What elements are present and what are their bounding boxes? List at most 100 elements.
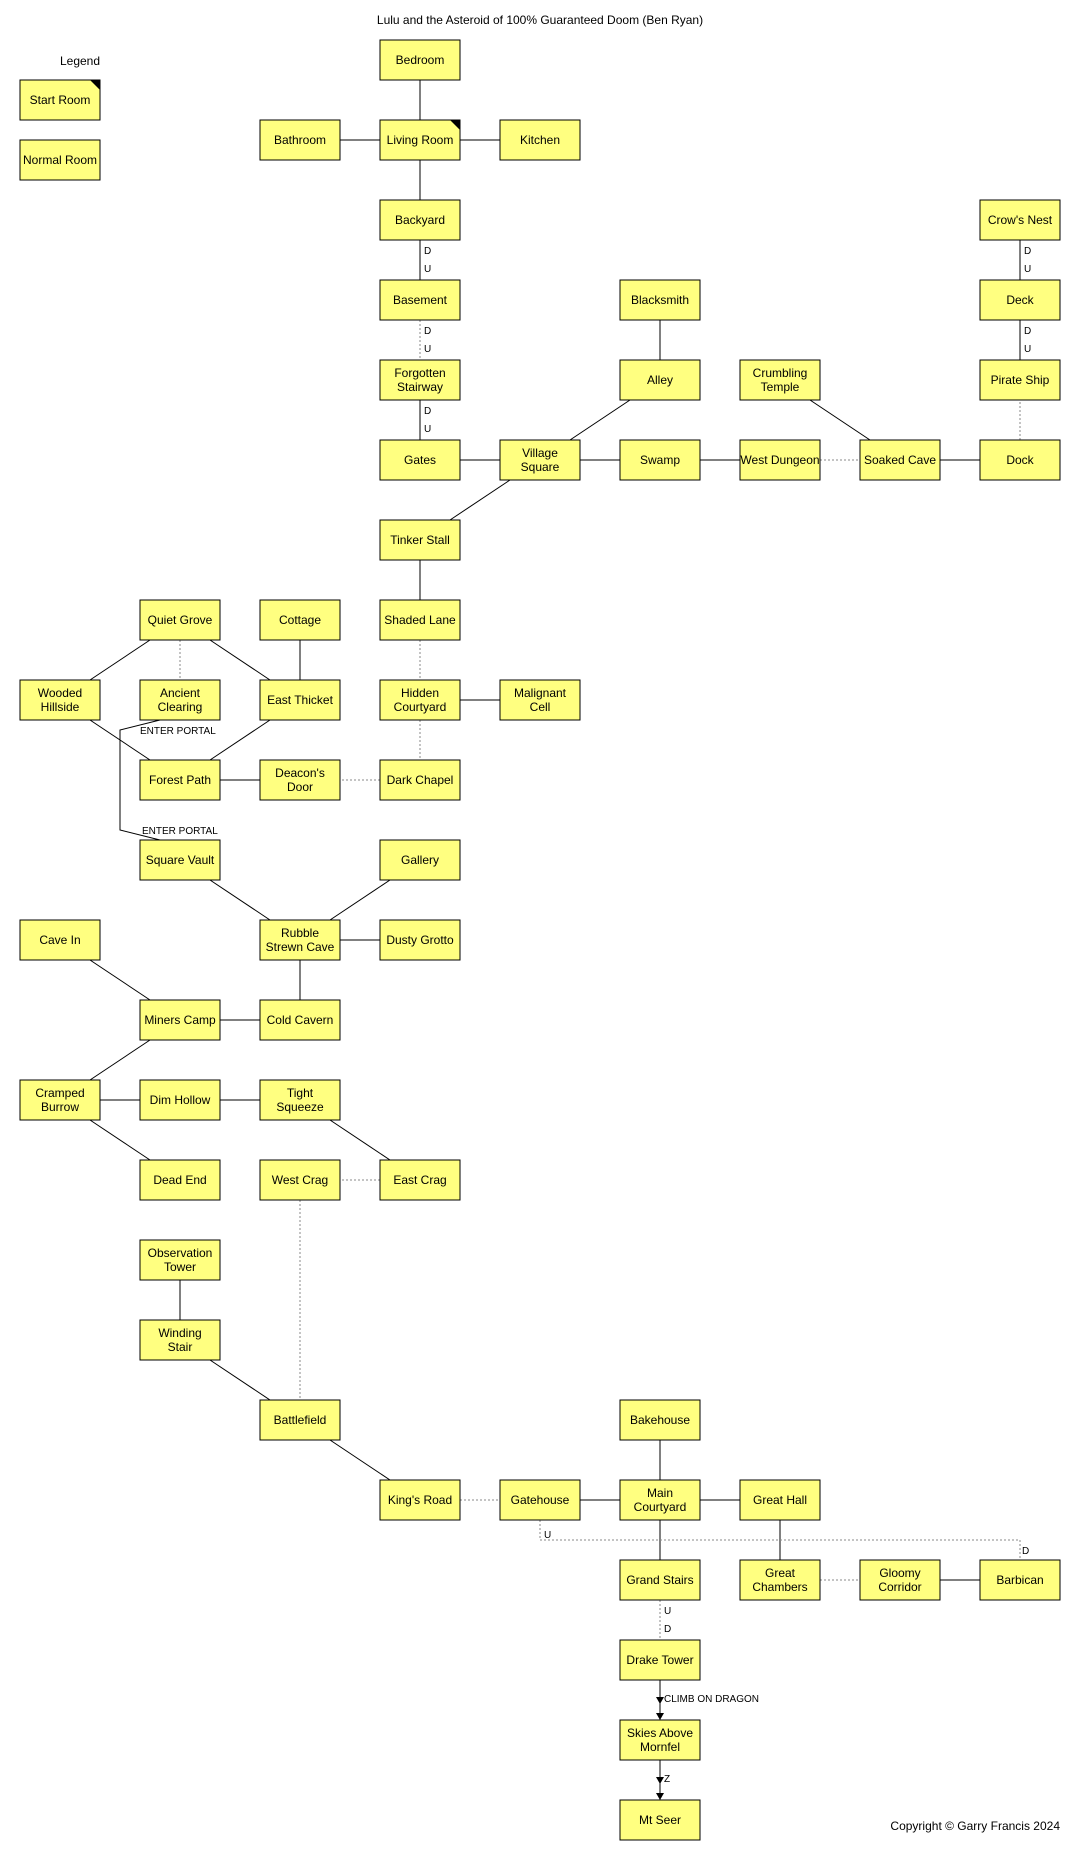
room-box bbox=[259, 1399, 341, 1441]
room-name: Clearing bbox=[158, 700, 203, 714]
room-box bbox=[379, 759, 461, 801]
room-name: Great Hall bbox=[753, 1493, 807, 1507]
room-box bbox=[379, 199, 461, 241]
room-square-vault: Square Vault bbox=[139, 839, 221, 881]
room-gallery: Gallery bbox=[379, 839, 461, 881]
room-box bbox=[379, 839, 461, 881]
room-basement: Basement bbox=[379, 279, 461, 321]
connection-forest-path-east-thicket bbox=[209, 719, 271, 761]
room-name: Mt Seer bbox=[639, 1813, 681, 1827]
connection-winding-stair-battlefield bbox=[209, 1359, 271, 1401]
direction-label: D bbox=[1022, 1546, 1029, 1557]
room-box bbox=[499, 439, 581, 481]
room-cave-in: Cave In bbox=[19, 919, 101, 961]
room-name: Dim Hollow bbox=[150, 1093, 211, 1107]
direction-label: U bbox=[1024, 264, 1031, 275]
room-dim-hollow: Dim Hollow bbox=[139, 1079, 221, 1121]
room-shaded-lane: Shaded Lane bbox=[379, 599, 461, 641]
map-title: Lulu and the Asteroid of 100% Guaranteed… bbox=[377, 13, 703, 27]
room-name: Stair bbox=[168, 1340, 193, 1354]
room-name: Dusty Grotto bbox=[386, 933, 454, 947]
room-tinker-stall: Tinker Stall bbox=[379, 519, 461, 561]
room-box bbox=[139, 839, 221, 881]
room-bedroom: Bedroom bbox=[379, 39, 461, 81]
room-quiet-grove: Quiet Grove bbox=[139, 599, 221, 641]
connection-tight-squeeze-east-crag bbox=[329, 1119, 391, 1161]
room-box bbox=[259, 999, 341, 1041]
connection-village-square-alley bbox=[569, 399, 631, 441]
room-bakehouse: Bakehouse bbox=[619, 1399, 701, 1441]
room-box bbox=[499, 119, 581, 161]
room-cold-cavern: Cold Cavern bbox=[259, 999, 341, 1041]
room-name: Tight bbox=[287, 1086, 314, 1100]
room-mt-seer: Mt Seer bbox=[619, 1799, 701, 1841]
room-name: Courtyard bbox=[634, 1500, 687, 1514]
connection-layer bbox=[89, 80, 1021, 1800]
room-box bbox=[739, 1479, 821, 1521]
room-gatehouse: Gatehouse bbox=[499, 1479, 581, 1521]
room-name: Great bbox=[765, 1566, 796, 1580]
room-name: Wooded bbox=[38, 686, 82, 700]
room-box bbox=[619, 1559, 701, 1601]
room-box bbox=[259, 599, 341, 641]
room-name: East Thicket bbox=[267, 693, 333, 707]
room-name: Backyard bbox=[395, 213, 445, 227]
room-drake-tower: Drake Tower bbox=[619, 1639, 701, 1681]
room-cottage: Cottage bbox=[259, 599, 341, 641]
room-name: Squeeze bbox=[276, 1100, 324, 1114]
arrow-head bbox=[656, 1793, 664, 1800]
room-deck: Deck bbox=[979, 279, 1061, 321]
room-name: Living Room bbox=[387, 133, 454, 147]
room-name: Tower bbox=[164, 1260, 196, 1274]
room-box bbox=[739, 439, 821, 481]
room-box bbox=[259, 1079, 341, 1121]
connection-gatehouse-barbican bbox=[539, 1520, 1021, 1560]
room-name: Pirate Ship bbox=[991, 373, 1050, 387]
room-box bbox=[619, 1719, 701, 1761]
room-dock: Dock bbox=[979, 439, 1061, 481]
arrow-head bbox=[656, 1713, 664, 1720]
room-name: West Crag bbox=[272, 1173, 328, 1187]
room-kitchen: Kitchen bbox=[499, 119, 581, 161]
room-box bbox=[259, 919, 341, 961]
room-name: Normal Room bbox=[23, 153, 97, 167]
room-box bbox=[619, 439, 701, 481]
room-crows-nest: Crow's Nest bbox=[979, 199, 1061, 241]
room-name: Door bbox=[287, 780, 313, 794]
room-west-dungeon: West Dungeon bbox=[739, 439, 821, 481]
room-box bbox=[139, 999, 221, 1041]
room-name: Gloomy bbox=[879, 1566, 920, 1580]
direction-label: U bbox=[1024, 344, 1031, 355]
room-name: Deck bbox=[1006, 293, 1034, 307]
room-name: Bathroom bbox=[274, 133, 326, 147]
room-name: Shaded Lane bbox=[384, 613, 456, 627]
room-box bbox=[619, 1399, 701, 1441]
room-backyard: Backyard bbox=[379, 199, 461, 241]
room-name: Courtyard bbox=[394, 700, 447, 714]
room-box bbox=[259, 679, 341, 721]
room-box bbox=[19, 1079, 101, 1121]
connection-wooded-hillside-quiet-grove bbox=[89, 639, 151, 681]
connection-miners-camp-cave-in bbox=[89, 959, 151, 1001]
room-name: Village bbox=[522, 446, 558, 460]
room-box bbox=[379, 679, 461, 721]
direction-label: U bbox=[424, 424, 431, 435]
start-marker-icon bbox=[450, 120, 460, 130]
room-box bbox=[379, 1159, 461, 1201]
direction-label: U bbox=[424, 264, 431, 275]
room-name: Cottage bbox=[279, 613, 321, 627]
room-grand-stairs: Grand Stairs bbox=[619, 1559, 701, 1601]
arrow-head bbox=[656, 1777, 664, 1784]
connection-square-vault-rubble-strewn-cave bbox=[209, 879, 271, 921]
room-box bbox=[259, 759, 341, 801]
room-kings-road: King's Road bbox=[379, 1479, 461, 1521]
room-name: Square Vault bbox=[146, 853, 215, 867]
room-box bbox=[19, 79, 101, 121]
